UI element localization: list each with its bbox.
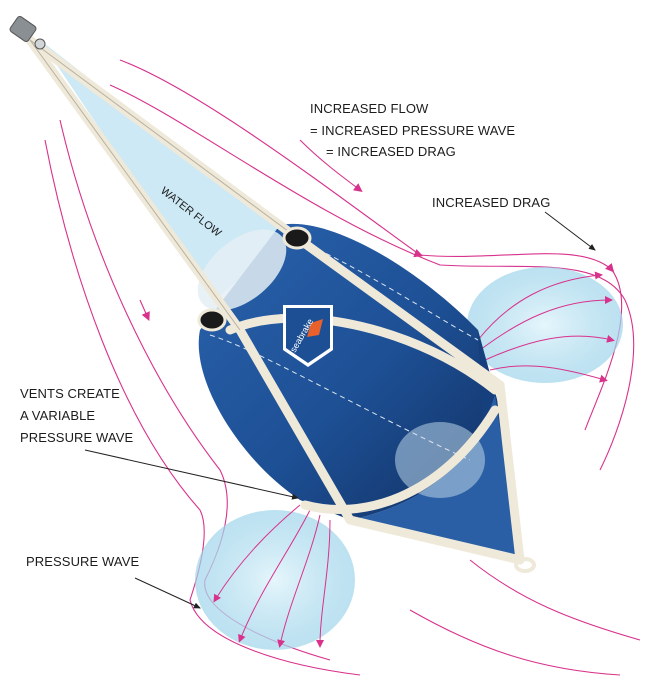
increased-flow-line-3: = INCREASED DRAG xyxy=(326,143,456,161)
increased-flow-line-2: = INCREASED PRESSURE WAVE xyxy=(310,122,515,140)
increased-drag-label: INCREASED DRAG xyxy=(432,194,550,212)
vents-line-3: PRESSURE WAVE xyxy=(20,429,133,447)
vent-opening-top xyxy=(284,228,310,248)
swivel-fitting xyxy=(9,15,45,49)
pressure-wave-upper xyxy=(467,267,623,383)
pressure-wave-lower xyxy=(195,505,355,650)
vents-line-1: VENTS CREATE xyxy=(20,385,120,403)
vent-opening-left xyxy=(199,310,225,330)
vents-line-2: A VARIABLE xyxy=(20,407,95,425)
pressure-wave-label: PRESSURE WAVE xyxy=(26,553,139,571)
increased-flow-line-1: INCREASED FLOW xyxy=(310,100,428,118)
trip-ring xyxy=(516,559,534,571)
